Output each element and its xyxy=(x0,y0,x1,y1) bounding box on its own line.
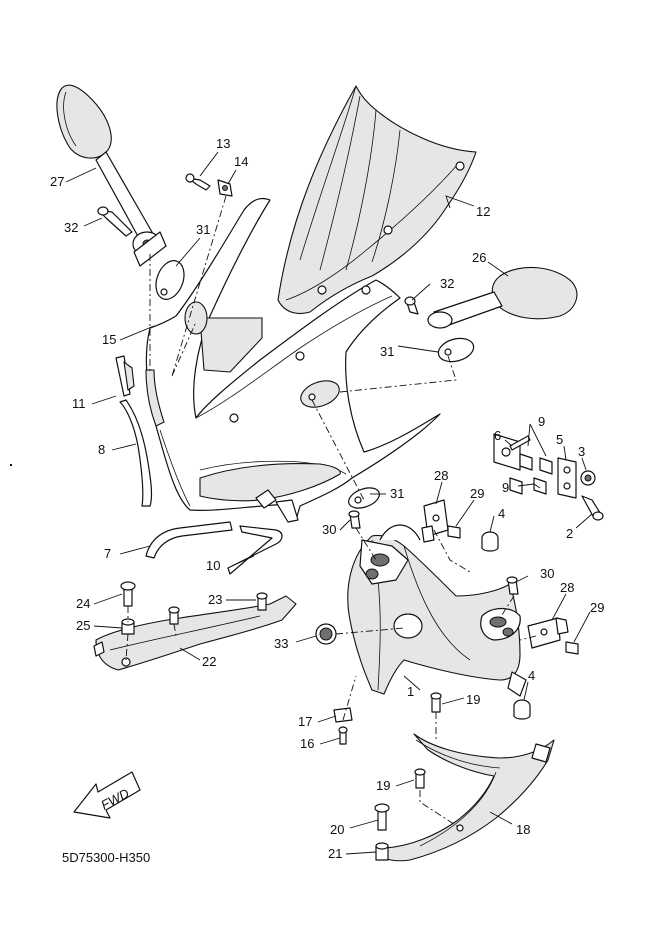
callout-12: 12 xyxy=(476,204,490,219)
under-cover-18 xyxy=(377,733,555,862)
callout-31: 31 xyxy=(390,486,404,501)
damper-4-upper xyxy=(481,531,499,552)
callout-6: 6 xyxy=(494,428,501,443)
seal-8 xyxy=(119,399,153,507)
seal-10 xyxy=(227,525,283,575)
clip-28-upper xyxy=(421,499,449,543)
callout-32: 32 xyxy=(440,276,454,291)
callout-11: 11 xyxy=(72,396,86,411)
callout-9: 9 xyxy=(538,414,545,429)
callout-15: 15 xyxy=(102,332,116,347)
damper-4-lower xyxy=(513,699,531,720)
diagram-code: 5D75300-H350 xyxy=(62,850,151,865)
screw-30-upper xyxy=(348,510,361,529)
collars-9 xyxy=(509,453,553,495)
callout-14: 14 xyxy=(234,154,248,169)
callout-18: 18 xyxy=(516,822,530,837)
duct-22 xyxy=(93,595,297,671)
screw-23-b xyxy=(256,592,268,611)
callout-33: 33 xyxy=(274,636,288,651)
callout-30: 30 xyxy=(322,522,336,537)
callout-8: 8 xyxy=(98,442,105,457)
callout-29: 29 xyxy=(590,600,604,615)
fwd-arrow: FWD xyxy=(73,771,141,819)
callout-16: 16 xyxy=(300,736,314,751)
edge-mark xyxy=(10,464,12,466)
grommet-31-left xyxy=(155,260,185,300)
callout-1: 1 xyxy=(407,684,414,699)
callout-9: 9 xyxy=(502,480,509,495)
callout-7: 7 xyxy=(104,546,111,561)
grommet-31-center xyxy=(300,380,380,509)
callout-28: 28 xyxy=(434,468,448,483)
bracket-6 xyxy=(493,433,531,471)
callout-19: 19 xyxy=(376,778,390,793)
bolt-24 xyxy=(120,581,136,607)
callout-2: 2 xyxy=(566,526,573,541)
bolt-32-left xyxy=(97,206,133,237)
callout-31: 31 xyxy=(380,344,394,359)
alignment-lines xyxy=(125,195,537,829)
callout-17: 17 xyxy=(298,714,312,729)
callout-32: 32 xyxy=(64,220,78,235)
duct-11 xyxy=(115,355,135,397)
windscreen xyxy=(277,85,477,315)
nut-14 xyxy=(217,179,233,197)
inner-panel xyxy=(347,524,527,697)
callout-10: 10 xyxy=(206,558,220,573)
bolt-2 xyxy=(581,495,604,521)
nut-3 xyxy=(580,470,596,486)
bracket-5 xyxy=(557,457,577,499)
callouts: 1 2 3 4 4 5 6 7 8 9 9 10 11 12 13 14 15 … xyxy=(50,136,604,861)
screw-19-lower xyxy=(414,768,426,789)
callout-28: 28 xyxy=(560,580,574,595)
screw-16 xyxy=(338,726,348,745)
callout-30: 30 xyxy=(540,566,554,581)
callout-5: 5 xyxy=(556,432,563,447)
callout-19: 19 xyxy=(466,692,480,707)
upper-cowling xyxy=(145,197,441,523)
nut-29-upper xyxy=(447,525,461,539)
bolt-20 xyxy=(374,803,390,831)
callout-21: 21 xyxy=(328,846,342,861)
callout-20: 20 xyxy=(330,822,344,837)
emblem-33 xyxy=(315,623,337,645)
callout-27: 27 xyxy=(50,174,64,189)
nut-29-lower xyxy=(565,641,579,655)
callout-4: 4 xyxy=(528,668,535,683)
callout-22: 22 xyxy=(202,654,216,669)
leader-lines xyxy=(65,151,593,855)
clip-28-lower xyxy=(527,617,569,649)
screw-30-lower xyxy=(506,576,519,595)
callout-26: 26 xyxy=(472,250,486,265)
screw-23-a xyxy=(168,606,180,625)
callout-23: 23 xyxy=(208,592,222,607)
nut-17 xyxy=(333,707,353,723)
callout-29: 29 xyxy=(470,486,484,501)
callout-24: 24 xyxy=(76,596,90,611)
collar-21 xyxy=(375,842,389,861)
callout-13: 13 xyxy=(216,136,230,151)
screw-19-upper xyxy=(430,692,442,713)
mirror-left xyxy=(56,84,167,267)
seal-7 xyxy=(145,521,233,559)
callout-3: 3 xyxy=(578,444,585,459)
screw-13 xyxy=(185,173,211,191)
collar-25 xyxy=(121,618,135,635)
mirror-right xyxy=(404,266,578,363)
callout-4: 4 xyxy=(498,506,505,521)
callout-31: 31 xyxy=(196,222,210,237)
callout-25: 25 xyxy=(76,618,90,633)
